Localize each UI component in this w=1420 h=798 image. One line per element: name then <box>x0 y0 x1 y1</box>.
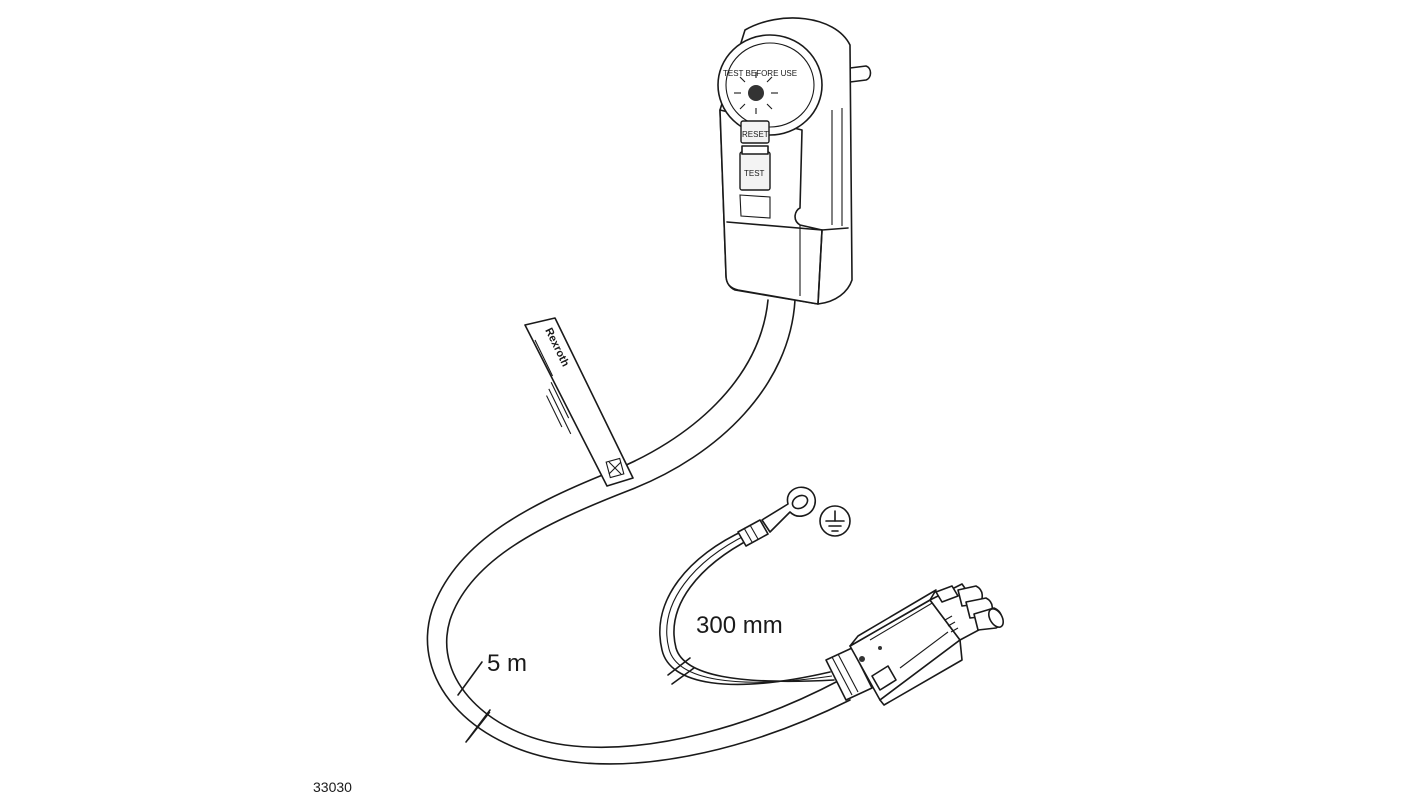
cable-tag: Rexroth <box>524 317 634 487</box>
rcd-plug: TEST BEFORE USE RESET TEST <box>717 17 872 305</box>
test-before-use-label: TEST BEFORE USE <box>723 69 797 78</box>
ground-lead-length-label: 300 mm <box>696 612 783 639</box>
figure-number: 33030 <box>313 779 352 795</box>
test-button: TEST <box>739 145 771 191</box>
tag-small-print <box>534 339 572 435</box>
connector-pins <box>957 585 1005 631</box>
reset-button: RESET <box>740 120 770 144</box>
test-label: TEST <box>744 169 765 178</box>
ground-symbol-icon <box>819 505 851 537</box>
led-indicator-icon <box>734 72 778 114</box>
cable-length-label: 5 m <box>487 650 527 677</box>
device-connector <box>825 583 1005 706</box>
main-cable <box>426 299 851 765</box>
ring-terminal-icon <box>761 486 817 533</box>
tag-weee-icon <box>605 457 625 479</box>
ground-lead <box>659 486 835 686</box>
reset-label: RESET <box>742 130 769 139</box>
